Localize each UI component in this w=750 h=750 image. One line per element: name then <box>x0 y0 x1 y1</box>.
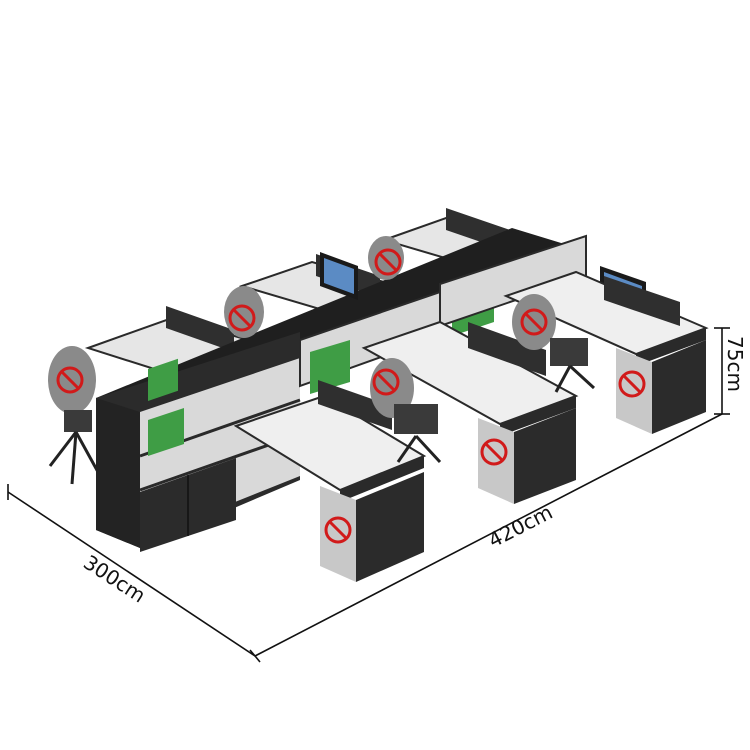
chair <box>48 346 100 485</box>
pedestal-front-left <box>320 472 424 582</box>
circle-slash-icon <box>618 370 646 398</box>
height-dimension-label: 75cm <box>723 336 747 392</box>
circle-slash-icon <box>56 366 84 394</box>
circle-slash-icon <box>324 516 352 544</box>
binders <box>148 358 178 402</box>
circle-slash-icon <box>372 368 400 396</box>
pedestal-front-middle <box>478 408 576 504</box>
left-bookcase-cabinet <box>96 332 301 552</box>
monitor-icon <box>320 252 358 300</box>
circle-slash-icon <box>480 438 508 466</box>
circle-slash-icon <box>520 308 548 336</box>
dimension-lines <box>7 327 730 663</box>
front-row-desks <box>233 270 709 502</box>
circle-slash-icon <box>374 248 402 276</box>
pedestal-front-right <box>616 340 706 434</box>
width-dimension-label: 420cm <box>484 500 556 553</box>
circle-slash-icon <box>228 304 256 332</box>
